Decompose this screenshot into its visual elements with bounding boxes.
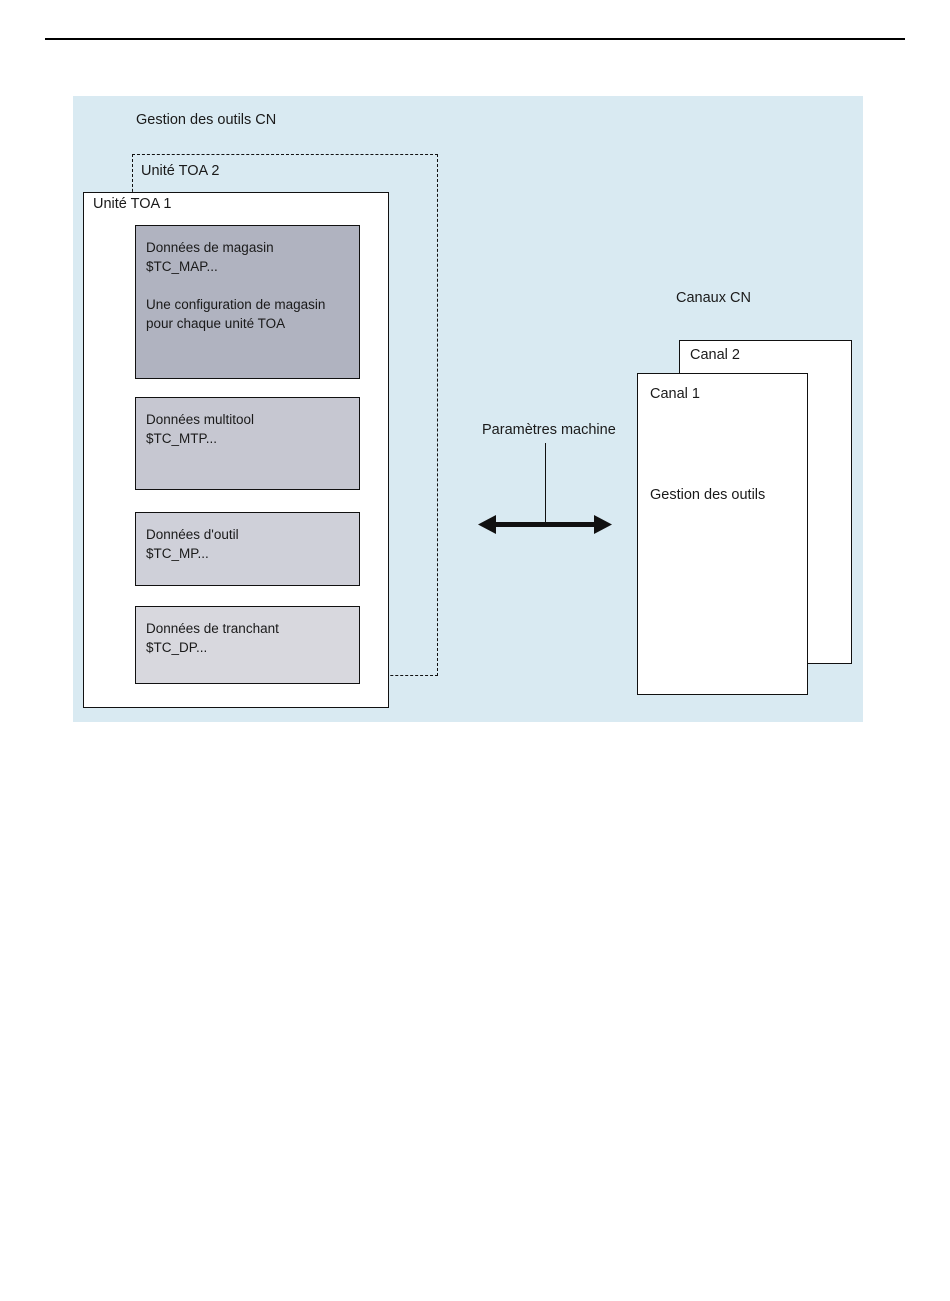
data-box-outil: Données d'outil $TC_MP... — [135, 512, 360, 586]
data-box-magasin-spacer — [146, 276, 359, 295]
data-box-outil-line1: Données d'outil — [146, 527, 239, 542]
data-box-magasin-line2: $TC_MAP... — [146, 259, 218, 274]
data-box-magasin-line4: pour chaque unité TOA — [146, 316, 286, 331]
canal-1-box — [637, 373, 808, 695]
connector-leader-line — [545, 443, 546, 525]
data-box-magasin-line3: Une configuration de magasin — [146, 297, 326, 312]
toa-unit-2-label: Unité TOA 2 — [141, 163, 220, 179]
data-box-multitool-line1: Données multitool — [146, 412, 255, 427]
data-box-magasin: Données de magasin $TC_MAP... Une config… — [135, 225, 360, 379]
data-box-magasin-line1: Données de magasin — [146, 240, 274, 255]
page-title: Gestion des outils CN — [136, 112, 277, 128]
data-box-tranchant-line1: Données de tranchant — [146, 621, 279, 636]
bidirectional-arrow-icon — [478, 510, 612, 540]
data-box-outil-line2: $TC_MP... — [146, 546, 209, 561]
canal-1-label: Canal 1 — [650, 386, 700, 402]
data-box-tranchant-line2: $TC_DP... — [146, 640, 208, 655]
data-box-tranchant: Données de tranchant $TC_DP... — [135, 606, 360, 684]
canal-1-content-label: Gestion des outils — [650, 487, 766, 503]
toa-unit-1-label: Unité TOA 1 — [93, 196, 172, 212]
data-box-multitool-line2: $TC_MTP... — [146, 431, 218, 446]
connector-label: Paramètres machine — [482, 422, 616, 438]
canal-2-label: Canal 2 — [690, 347, 740, 363]
data-box-multitool: Données multitool $TC_MTP... — [135, 397, 360, 490]
channels-title: Canaux CN — [676, 290, 751, 306]
header-rule — [45, 38, 905, 40]
